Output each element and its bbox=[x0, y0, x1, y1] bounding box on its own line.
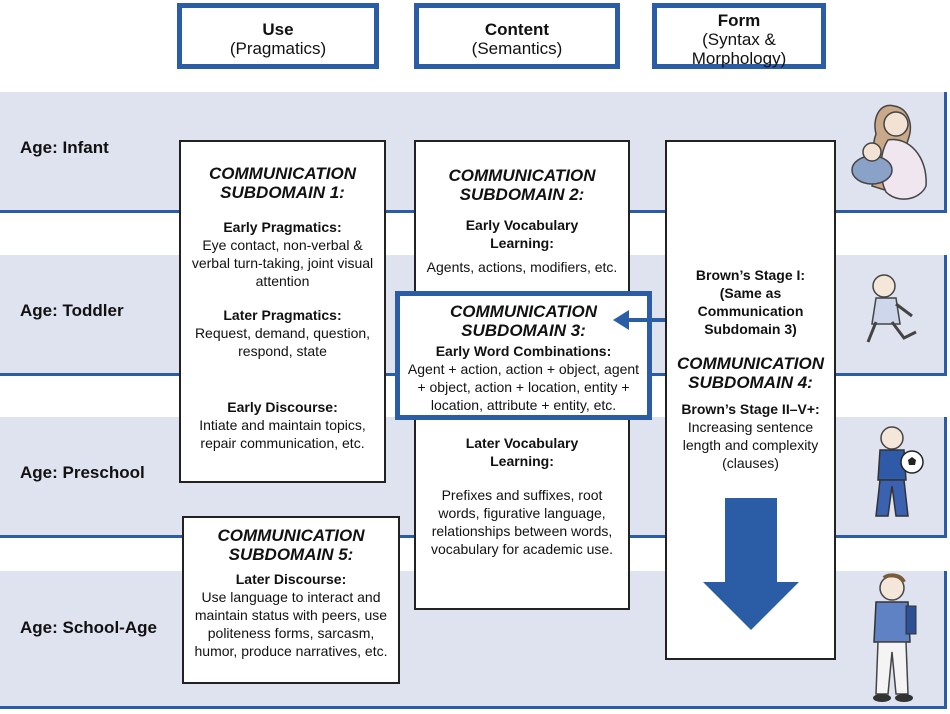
header-use-subtitle: (Pragmatics) bbox=[229, 39, 327, 58]
early-pragmatics-text: Eye contact, non-verbal & verbal turn-ta… bbox=[191, 237, 374, 289]
subdomain-5-title: COMMUNICATION SUBDOMAIN 5: bbox=[217, 526, 365, 564]
later-discourse-heading: Later Discourse: bbox=[235, 571, 347, 587]
age-label-toddler: Age: Toddler bbox=[20, 301, 124, 320]
subdomain-3-title: COMMUNICATION SUBDOMAIN 3: bbox=[450, 302, 597, 340]
later-vocabulary-heading: Later Vocabulary Learning: bbox=[465, 435, 579, 469]
early-vocabulary-heading: Early Vocabulary Learning: bbox=[465, 217, 579, 251]
later-pragmatics-heading: Later Pragmatics: bbox=[223, 307, 342, 323]
header-content: Content (Semantics) bbox=[414, 3, 620, 69]
header-content-subtitle: (Semantics) bbox=[471, 39, 563, 58]
age-label-school-age: Age: School-Age bbox=[20, 618, 157, 637]
header-form-title: Form bbox=[717, 11, 761, 30]
early-discourse-text: Intiate and maintain topics, repair comm… bbox=[199, 417, 366, 451]
early-discourse-heading: Early Discourse: bbox=[227, 399, 338, 415]
header-use: Use (Pragmatics) bbox=[177, 3, 379, 69]
browns-stage-2-text: Increasing sentence length and complexit… bbox=[682, 419, 819, 471]
later-discourse-text: Use language to interact and maintain st… bbox=[194, 589, 388, 659]
subdomain-1-title: COMMUNICATION SUBDOMAIN 1: bbox=[209, 164, 356, 202]
subdomain-4-title: COMMUNICATION SUBDOMAIN 4: bbox=[677, 354, 824, 392]
header-content-title: Content bbox=[484, 20, 550, 39]
early-vocabulary-text: Agents, actions, modifiers, etc. bbox=[426, 259, 618, 275]
early-word-combinations-heading: Early Word Combinations: bbox=[435, 343, 612, 359]
toddler-icon bbox=[866, 274, 917, 343]
early-word-combinations-text: Agent + action, action + object, agent +… bbox=[407, 361, 640, 413]
browns-stage-2-heading: Brown’s Stage II–V+: bbox=[681, 401, 820, 417]
header-form: Form (Syntax & Morphology) bbox=[652, 3, 826, 69]
subdomain-5-box: COMMUNICATION SUBDOMAIN 5: Later Discour… bbox=[182, 516, 400, 684]
subdomain-2-title: COMMUNICATION SUBDOMAIN 2: bbox=[448, 166, 596, 204]
later-pragmatics-text: Request, demand, question, respond, stat… bbox=[194, 325, 371, 359]
mother-and-infant-icon bbox=[851, 104, 927, 200]
header-use-title: Use bbox=[262, 20, 294, 39]
age-label-preschool: Age: Preschool bbox=[20, 463, 145, 482]
browns-stage-1-heading: Brown’s Stage I: (Same as Communication … bbox=[695, 267, 806, 337]
age-label-infant: Age: Infant bbox=[20, 138, 109, 157]
down-arrow-icon bbox=[703, 498, 799, 630]
subdomain-3-box: COMMUNICATION SUBDOMAIN 3: Early Word Co… bbox=[395, 291, 652, 420]
school-age-child-icon bbox=[873, 573, 917, 702]
later-vocabulary-text: Prefixes and suffixes, root words, figur… bbox=[430, 487, 614, 557]
preschool-child-icon bbox=[875, 426, 924, 517]
header-form-subtitle: (Syntax & Morphology) bbox=[691, 30, 787, 68]
early-pragmatics-heading: Early Pragmatics: bbox=[223, 219, 342, 235]
subdomain-1-box: COMMUNICATION SUBDOMAIN 1: Early Pragmat… bbox=[179, 140, 386, 483]
